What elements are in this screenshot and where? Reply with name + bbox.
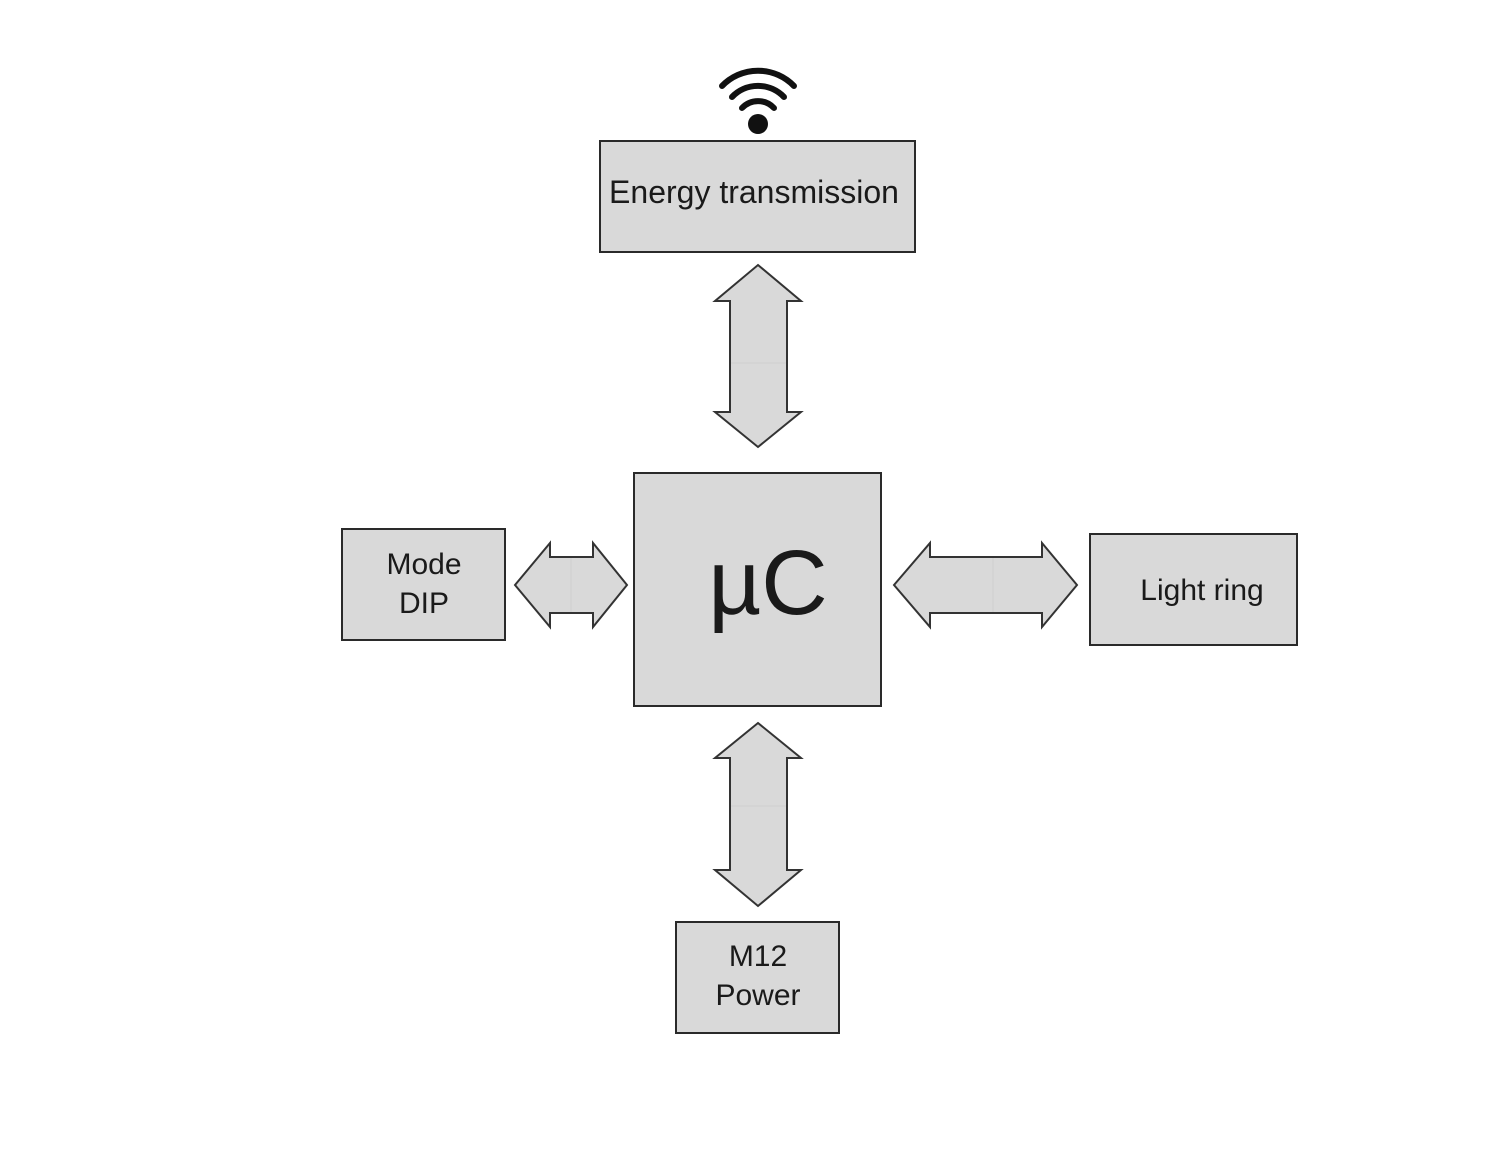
m12-power-label-line1: M12 — [729, 940, 787, 973]
mode-dip-label-line2: DIP — [399, 587, 449, 620]
m12-power-label-line2: Power — [715, 979, 800, 1012]
microcontroller-label: µC — [708, 532, 827, 634]
arrow-mode-uc — [513, 540, 629, 630]
arrow-uc-power — [712, 721, 804, 908]
light-ring-label: Light ring — [1140, 574, 1263, 607]
wifi-icon — [719, 67, 797, 134]
arrow-energy-uc — [712, 263, 804, 449]
m12-power-block: M12 Power — [675, 921, 840, 1034]
mode-dip-block: Mode DIP — [341, 528, 506, 641]
microcontroller-block: µC — [633, 472, 882, 707]
mode-dip-label-line1: Mode — [386, 548, 461, 581]
energy-transmission-label: Energy transmission — [609, 174, 899, 210]
energy-transmission-block: Energy transmission — [599, 140, 916, 253]
light-ring-block: Light ring — [1089, 533, 1298, 646]
arrow-uc-light — [892, 540, 1079, 630]
